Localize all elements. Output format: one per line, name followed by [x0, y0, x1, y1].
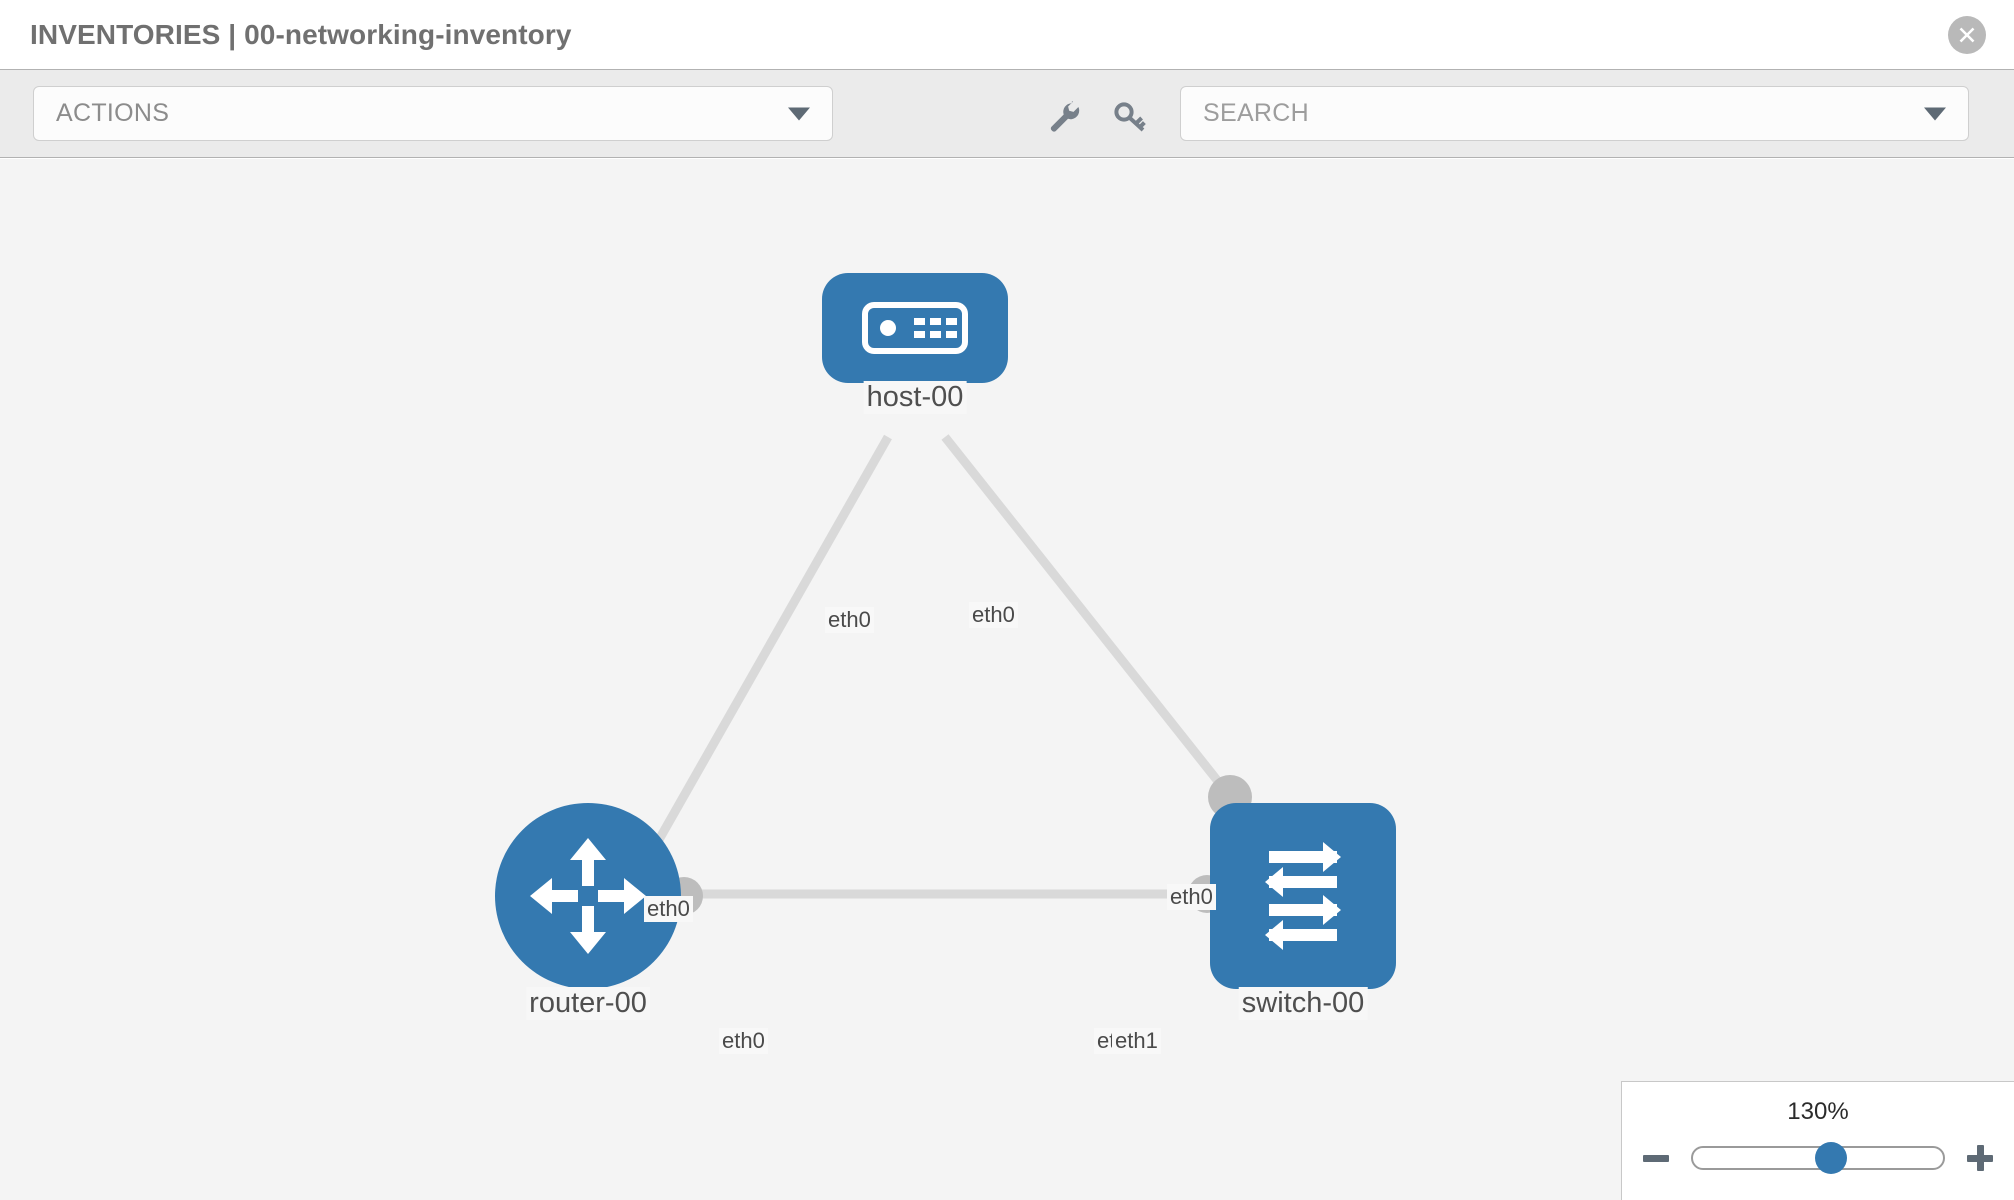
breadcrumb: INVENTORIES | 00-networking-inventory	[30, 18, 572, 50]
page-header: INVENTORIES | 00-networking-inventory	[0, 0, 2014, 69]
link-host00-switch00[interactable]	[941, 434, 1236, 802]
zoom-slider-thumb[interactable]	[1814, 1142, 1847, 1174]
link-host00-router00[interactable]	[644, 434, 892, 862]
chevron-down-icon	[788, 107, 810, 120]
wrench-icon[interactable]	[1047, 100, 1081, 134]
topology-canvas[interactable]: host-00 route	[0, 159, 2014, 1200]
close-icon[interactable]	[1948, 16, 1986, 54]
node-switch-00-shape[interactable]	[1210, 803, 1396, 989]
node-switch-00[interactable]: switch-00	[1188, 775, 1396, 1020]
toolbar: ACTIONS SEARCH	[0, 69, 2014, 158]
node-router-00-shape[interactable]	[495, 803, 681, 989]
node-host-00-shape[interactable]	[822, 273, 1008, 383]
topology-links	[644, 434, 1236, 899]
search-placeholder: SEARCH	[1203, 99, 1309, 127]
zoom-slider-row	[1622, 1138, 2014, 1178]
server-device-icon	[862, 302, 968, 354]
plus-icon[interactable]	[1967, 1145, 1993, 1171]
router-arrows-icon	[530, 838, 646, 954]
zoom-control-panel: 130%	[1621, 1081, 2014, 1200]
zoom-level-value: 130%	[1787, 1098, 1849, 1125]
actions-dropdown[interactable]: ACTIONS	[33, 86, 833, 141]
minus-icon[interactable]	[1643, 1145, 1669, 1171]
zoom-slider[interactable]	[1691, 1142, 1945, 1174]
actions-dropdown-label: ACTIONS	[56, 99, 170, 127]
search-input[interactable]: SEARCH	[1180, 86, 1969, 141]
key-icon[interactable]	[1113, 100, 1147, 134]
switch-arrows-icon	[1265, 842, 1341, 950]
node-router-00[interactable]: router-00	[495, 803, 703, 1020]
chevron-down-icon[interactable]	[1924, 107, 1946, 120]
node-host-00[interactable]: host-00	[822, 273, 1008, 414]
